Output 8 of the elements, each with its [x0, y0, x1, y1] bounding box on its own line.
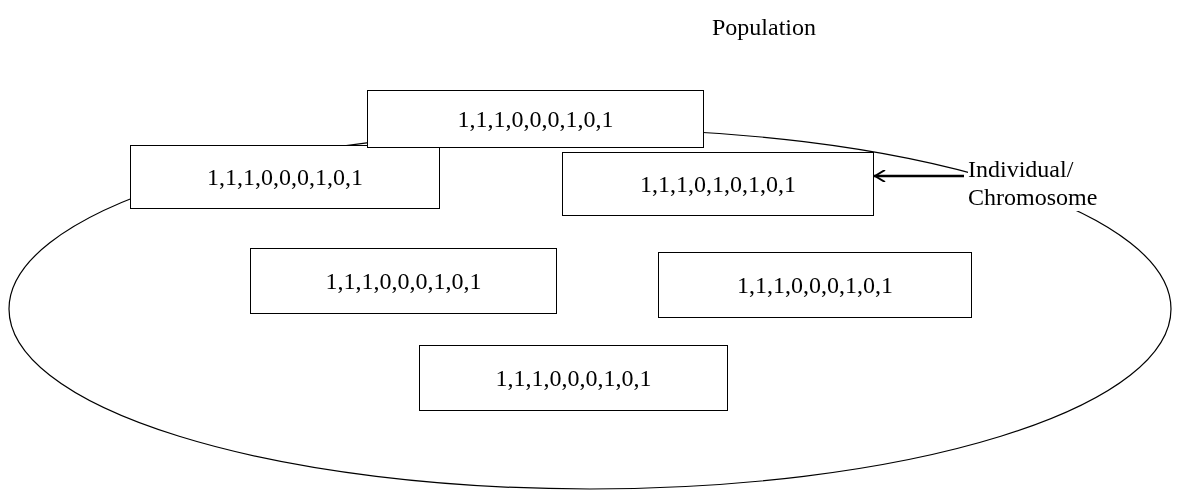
chromosome-box: 1,1,1,0,0,0,1,0,1 [367, 90, 704, 148]
arrow [874, 169, 964, 183]
chromosome-box: 1,1,1,0,0,0,1,0,1 [658, 252, 972, 318]
chromosome-box: 1,1,1,0,0,0,1,0,1 [250, 248, 557, 314]
group-heading: Population [712, 14, 816, 41]
chromosome-box: 1,1,1,0,1,0,1,0,1 [562, 152, 874, 216]
chromosome-box: 1,1,1,0,0,0,1,0,1 [419, 345, 728, 411]
chromosome-box: 1,1,1,0,0,0,1,0,1 [130, 145, 440, 209]
